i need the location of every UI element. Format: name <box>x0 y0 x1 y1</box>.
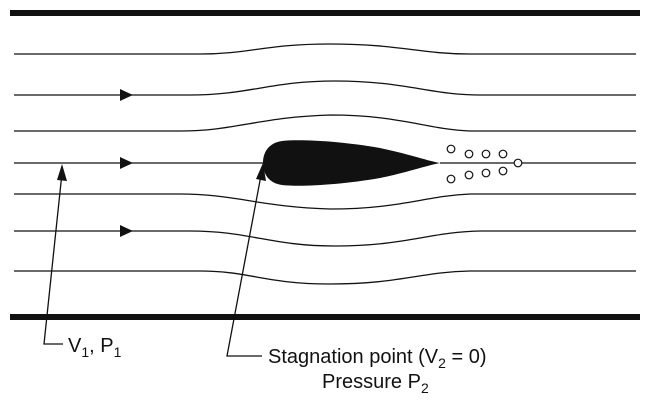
teardrop-body <box>263 140 440 186</box>
streamline-1 <box>14 43 636 55</box>
streamline-3 <box>14 114 636 132</box>
leader-arrow-stagnation <box>256 163 266 181</box>
streamline-2 <box>14 80 636 96</box>
stagnation-label: Stagnation point (V2 = 0) <box>268 346 487 371</box>
flow-arrow-lower <box>120 225 133 237</box>
wake-bubble <box>513 158 523 168</box>
streamline-7 <box>14 270 636 285</box>
wake-bubble <box>498 166 508 176</box>
wake-bubble <box>464 170 474 180</box>
leader-arrow-inlet <box>57 164 67 181</box>
wake-bubble <box>498 149 508 159</box>
wake-bubble <box>446 174 456 184</box>
leader-line-stagnation <box>226 169 263 357</box>
pressure-label: Pressure P2 <box>322 371 429 396</box>
streamline-5 <box>14 193 636 210</box>
top-wall <box>10 10 640 16</box>
flow-arrow-upper <box>120 89 133 101</box>
wake-bubble <box>481 168 491 178</box>
wake-bubble <box>481 149 491 159</box>
wake-bubble <box>464 149 474 159</box>
streamline-6 <box>14 230 636 247</box>
leader-line-inlet <box>43 172 63 345</box>
wake-bubble <box>446 144 456 154</box>
inlet-label: V1, P1 <box>68 335 122 360</box>
flow-arrow-center <box>120 157 133 169</box>
bottom-wall <box>10 314 640 320</box>
